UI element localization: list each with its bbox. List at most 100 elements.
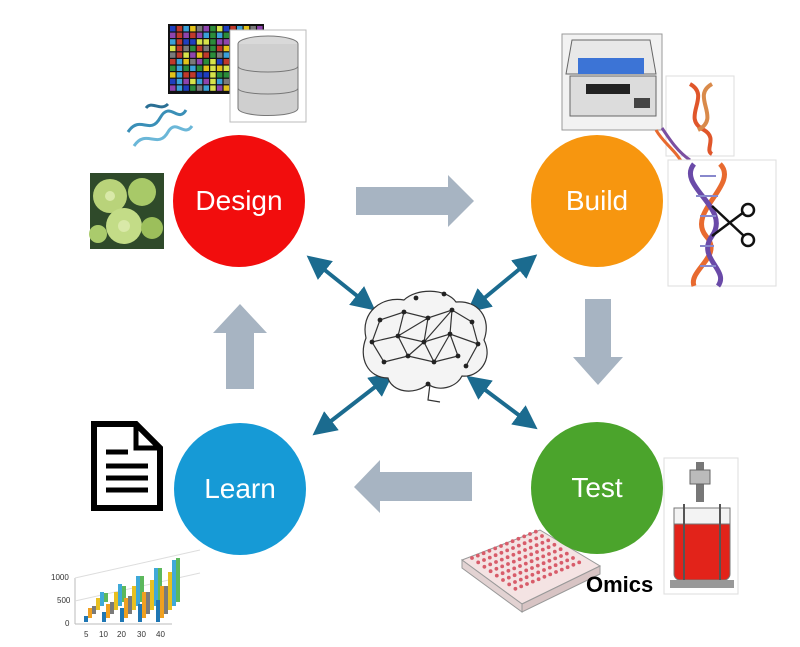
heatmap-cell — [203, 45, 209, 52]
heatmap-cell — [176, 39, 183, 45]
plate-well — [481, 551, 486, 556]
test-stage-label: Test — [571, 472, 623, 503]
chart-bar — [106, 604, 110, 618]
heatmap-cell — [203, 65, 209, 71]
plate-well — [476, 560, 481, 565]
plate-well — [518, 577, 523, 582]
plate-well — [493, 553, 498, 558]
plate-well — [499, 544, 503, 548]
plate-well — [511, 559, 516, 564]
chart-bar — [114, 592, 118, 610]
chart-bar — [172, 560, 176, 606]
heatmap-cell — [183, 85, 189, 91]
heatmap-cell — [250, 26, 256, 32]
chart-bar — [88, 608, 92, 618]
plate-well — [499, 557, 504, 562]
plate-well — [500, 571, 505, 576]
plate-well — [511, 546, 515, 550]
heatmap-cell — [203, 52, 209, 58]
plate-well — [533, 529, 538, 534]
chart-bar — [150, 580, 154, 610]
plate-well — [525, 582, 529, 586]
plate-well — [506, 575, 511, 580]
chart-bar — [160, 586, 164, 618]
chart-bar — [84, 616, 88, 622]
plate-well — [559, 560, 564, 565]
plate-well — [487, 555, 492, 560]
plate-well — [534, 536, 539, 541]
heatmap-cell — [223, 65, 230, 71]
chart-bar — [128, 596, 132, 614]
heatmap-cell — [190, 65, 196, 71]
plate-well — [571, 562, 576, 567]
plate-well — [519, 584, 524, 589]
heatmap-cell — [196, 45, 203, 52]
heatmap-cell — [216, 26, 223, 32]
chart-x-tick: 30 — [137, 630, 146, 639]
heatmap-cell — [190, 78, 196, 85]
build-stage-label: Build — [565, 185, 629, 216]
plate-well — [522, 534, 527, 539]
plate-well — [565, 565, 570, 570]
plate-well — [475, 553, 480, 558]
heatmap-cell — [196, 26, 203, 32]
plate-well — [559, 567, 564, 572]
heatmap-cell — [190, 52, 196, 58]
lab-instrument-icon — [561, 33, 663, 131]
plate-well — [524, 568, 529, 573]
heatmap-cell — [216, 65, 223, 71]
heatmap-cell — [170, 85, 176, 91]
chart-bar — [118, 584, 122, 606]
plate-well — [529, 552, 534, 557]
plate-well — [488, 569, 493, 574]
plate-well — [530, 572, 535, 577]
chart-y-tick: 1000 — [51, 573, 69, 582]
heatmap-cell — [183, 39, 189, 45]
heatmap-cell — [196, 72, 203, 78]
plate-well — [548, 572, 553, 577]
heatmap-cell — [190, 45, 196, 52]
heatmap-cell — [230, 26, 236, 32]
heatmap-cell — [170, 26, 176, 32]
chart-bar — [168, 572, 172, 610]
chart-bar — [102, 612, 106, 622]
plate-well — [571, 556, 575, 560]
heatmap-cell — [210, 59, 216, 65]
heatmap-cell — [223, 32, 230, 38]
plate-well — [534, 543, 539, 548]
plate-well — [494, 573, 499, 578]
plate-well — [536, 570, 541, 575]
well-plate-icon — [460, 529, 602, 613]
plate-well — [522, 541, 527, 546]
heatmap-cell — [216, 85, 223, 91]
chart-bar — [156, 600, 160, 622]
chart-bar — [164, 586, 168, 614]
plate-well — [482, 558, 486, 562]
heatmap-cell — [176, 32, 183, 38]
plate-well — [523, 548, 527, 552]
chart-bar — [140, 576, 144, 602]
heatmap-cell — [176, 59, 183, 65]
heatmap-cell — [170, 39, 176, 45]
heatmap-cell — [223, 52, 230, 58]
heatmap-cell — [210, 72, 216, 78]
plate-well — [541, 561, 546, 566]
plate-well — [507, 582, 512, 587]
plate-well — [517, 557, 522, 562]
plate-well — [546, 538, 551, 543]
arrow-learn-to-design — [213, 304, 267, 389]
heatmap-cell — [203, 26, 209, 32]
plate-well — [528, 532, 532, 536]
chart-bar — [154, 568, 158, 606]
heatmap-cell — [176, 52, 183, 58]
heatmap-cell — [203, 32, 209, 38]
chart-x-tick: 5 — [84, 630, 89, 639]
heatmap-cell — [216, 39, 223, 45]
chart-x-tick: 10 — [99, 630, 108, 639]
database-icon — [229, 29, 307, 123]
plate-well — [541, 554, 546, 559]
chart-y-tick: 500 — [57, 596, 71, 605]
arrow-test-to-learn — [354, 460, 472, 513]
chart-bar — [136, 576, 140, 606]
